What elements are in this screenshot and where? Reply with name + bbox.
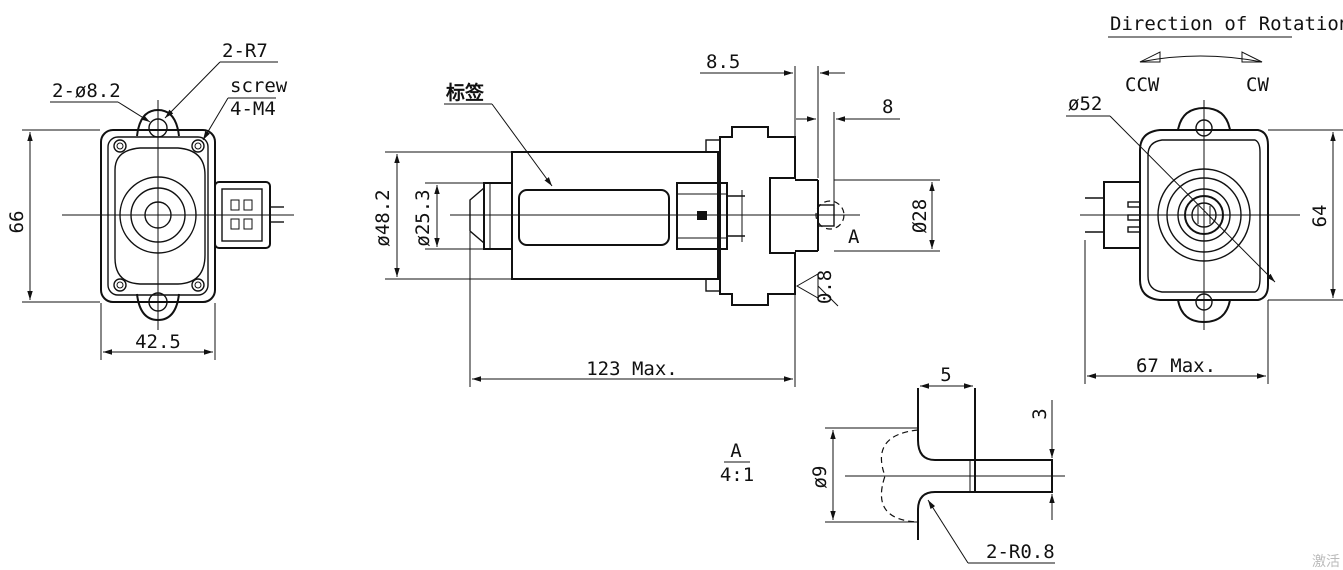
dim-3: 3 (1029, 408, 1051, 419)
dim-64: 64 (1309, 205, 1331, 228)
detail-a-title: A (730, 440, 742, 462)
dim-dia-28: Ø28 (909, 199, 931, 233)
direction-title: Direction of Rotation (1110, 13, 1343, 35)
dim-dia-25-3: ø25.3 (412, 189, 434, 246)
dim-2-r0-8: 2-R0.8 (986, 541, 1055, 563)
dim-8-5: 8.5 (706, 51, 740, 73)
cw-label: CW (1246, 74, 1269, 96)
label-2-dia8-2: 2-ø8.2 (52, 80, 121, 102)
label-screw: screw (230, 75, 288, 97)
detail-a-view: A 4:1 5 3 ø9 2-R0.8 (720, 364, 1065, 564)
dim-dia-9: ø9 (809, 466, 831, 489)
dim-66: 66 (6, 211, 28, 234)
detail-a-marker: A (848, 226, 860, 248)
label-2-r7: 2-R7 (222, 40, 268, 62)
label-4-m4: 4-M4 (230, 98, 276, 120)
dim-5: 5 (940, 364, 951, 386)
front-view: 66 42.5 2-R7 2-ø8.2 screw 4-M4 (6, 40, 294, 360)
dim-dia-52: ø52 (1068, 93, 1102, 115)
dim-67-max: 67 Max. (1136, 355, 1216, 377)
ccw-label: CCW (1125, 74, 1160, 96)
watermark-text: 激活 (1312, 553, 1340, 570)
label-cn: 标签 (446, 81, 485, 104)
side-view: ø48.2 ø25.3 Ø28 8.5 8 0.8 A 123 Max. (372, 51, 940, 387)
rear-view: ø52 64 67 Max. Direction of Rotation CCW… (1066, 13, 1343, 384)
dim-8: 8 (882, 96, 893, 118)
dim-0-8: 0.8 (814, 270, 836, 304)
detail-a-scale: 4:1 (720, 464, 754, 486)
dim-42-5: 42.5 (135, 331, 181, 353)
dim-123-max: 123 Max. (586, 358, 678, 380)
dim-dia-48-2: ø48.2 (372, 189, 394, 246)
